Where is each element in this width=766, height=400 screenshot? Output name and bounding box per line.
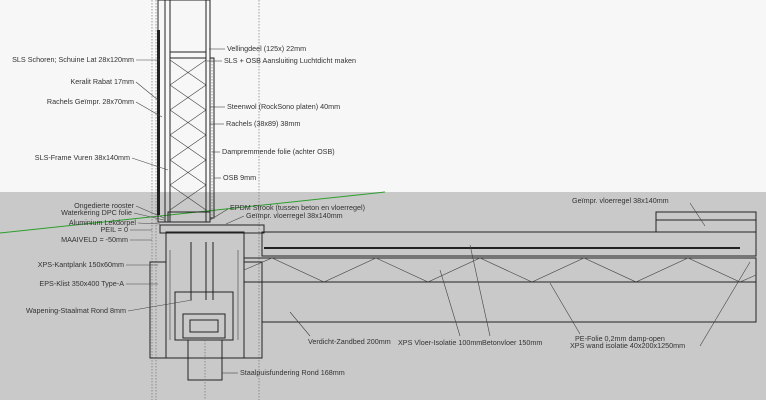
label-sls-osb: SLS + OSB Aansluiting Luchtdicht maken (224, 56, 356, 65)
floor-section (243, 211, 757, 323)
label-waterkering: Waterkering DPC folie (61, 208, 132, 217)
label-vloerregel: Geïmpr. vloerregel 38x140mm (572, 196, 669, 205)
label-ongedierte: Ongedierte rooster (74, 201, 135, 210)
label-xps-wand: XPS wand isolatie 40x200x1250mm (570, 341, 685, 350)
label-betonvloer: Betonvloer 150mm (482, 338, 542, 347)
label-steenwol: Steenwol (RockSono platen) 40mm (227, 102, 340, 111)
label-verdicht: Verdicht-Zandbed 200mm (308, 337, 391, 346)
label-maaiveld: MAAIVELD = -50mm (61, 235, 128, 244)
left-label-group: SLS Schoren; Schuine Lat 28x120mm Kerali… (12, 55, 193, 315)
label-epdm: EPDM Strook (tussen beton en vloerregel) (230, 203, 365, 212)
label-sls-schoren: SLS Schoren; Schuine Lat 28x120mm (12, 55, 134, 64)
label-vellingdeel: Vellingdeel (125x) 22mm (227, 44, 306, 53)
label-rachels-geimpr: Rachels Geïmpr. 28x70mm (47, 97, 134, 106)
right-label-group: Vellingdeel (125x) 22mm SLS + OSB Aanslu… (207, 44, 706, 227)
label-pe-folie: PE-Folie 0,2mm damp-open (575, 334, 665, 343)
label-staalpuis: Staalpuisfundering Rond 168mm (240, 368, 345, 377)
ground-plane (0, 192, 766, 400)
label-aluminium: Aluminium Lekdorpel (69, 218, 137, 227)
bottom-label-group: Verdicht-Zandbed 200mm XPS Vloer-Isolati… (222, 244, 751, 377)
label-wapening: Wapening-Staalmat Rond 8mm (26, 306, 126, 315)
sky-background (0, 0, 766, 192)
label-keralit: Keralit Rabat 17mm (70, 77, 134, 86)
foundation-section (149, 224, 265, 400)
label-peil: PEIL = 0 (100, 225, 128, 234)
label-xps-kantplank: XPS-Kantplank 150x60mm (38, 260, 124, 269)
label-eps-klist: EPS-Klist 350x400 Type-A (39, 279, 124, 288)
wall-section (157, 0, 215, 223)
label-dampremmende: Dampremmende folie (achter OSB) (222, 147, 335, 156)
label-xps-vloer: XPS Vloer-Isolatie 100mm (398, 338, 482, 347)
label-sls-frame: SLS-Frame Vuren 38x140mm (35, 153, 130, 162)
label-rachels: Rachels (38x89) 38mm (226, 119, 300, 128)
label-osb: OSB 9mm (223, 173, 256, 182)
label-vloerregel-small: Geïmpr. vloerregel 38x140mm (246, 211, 343, 220)
